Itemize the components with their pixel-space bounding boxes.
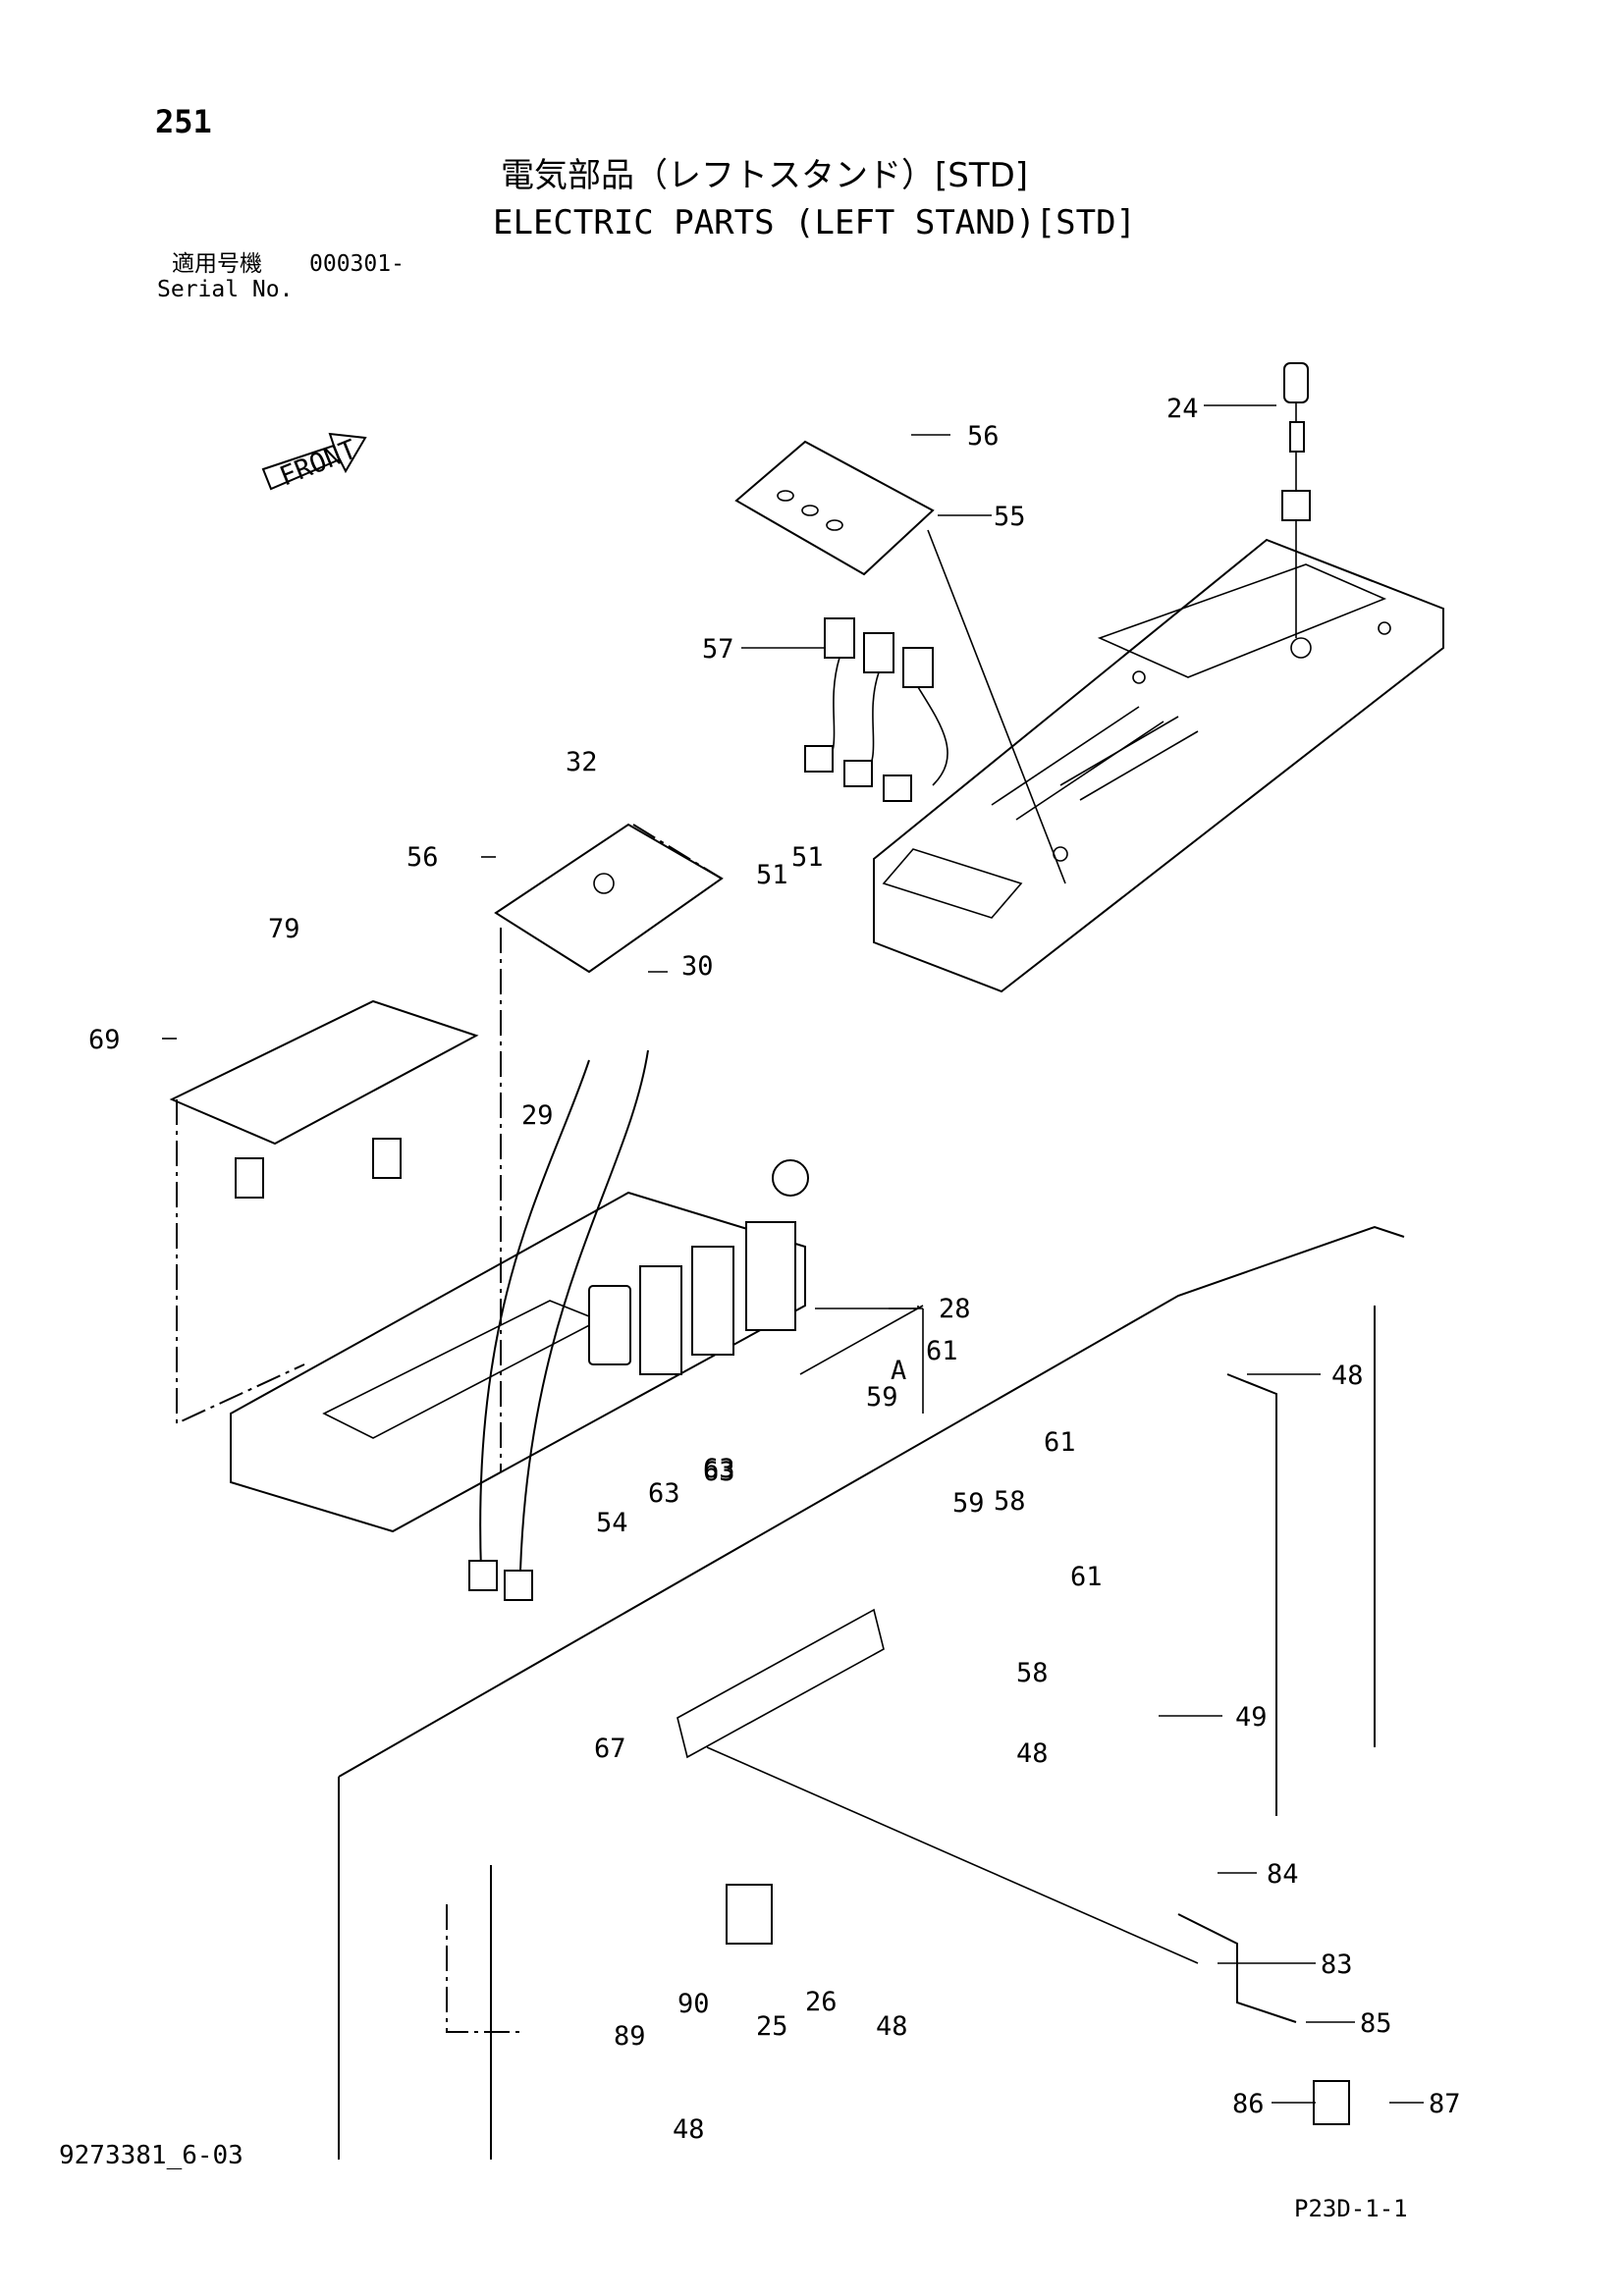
- callout-51-a: 51: [756, 860, 788, 890]
- callout-numbers: 24 56 55 57 32 56 51 51 79 30 69 29 28 4…: [88, 394, 1461, 2145]
- serial-number-value: 000301-: [309, 251, 405, 277]
- document-number: 9273381_6-03: [59, 2141, 244, 2170]
- toggle-switches-part-57: [804, 617, 948, 802]
- callout-83: 83: [1321, 1949, 1353, 1980]
- callout-63-c: 63: [648, 1478, 680, 1509]
- callout-55: 55: [994, 502, 1026, 532]
- page-number: 251: [155, 103, 212, 140]
- callout-63-b: 63: [703, 1454, 735, 1484]
- lamp-part-24: [1281, 362, 1311, 638]
- harness-cables: [468, 1049, 649, 1601]
- panel-part-79: [169, 999, 479, 1199]
- switch-plate-part-32: [494, 823, 724, 974]
- callout-48-lower: 48: [876, 2011, 908, 2042]
- callout-25: 25: [756, 2011, 788, 2042]
- page-code: P23D-1-1: [1294, 2195, 1408, 2222]
- callout-26: 26: [805, 1987, 838, 2017]
- callout-49: 49: [1235, 1702, 1268, 1733]
- callout-56-upper: 56: [967, 421, 1000, 452]
- front-arrow-icon: FRONT: [261, 432, 367, 493]
- callout-59-b: 59: [952, 1488, 985, 1519]
- callout-32: 32: [566, 747, 598, 777]
- callout-87: 87: [1429, 2089, 1461, 2119]
- callout-61-b: 61: [1044, 1427, 1076, 1458]
- callout-51-b: 51: [791, 842, 824, 873]
- callout-67: 67: [594, 1734, 626, 1764]
- callout-57: 57: [702, 634, 734, 665]
- stand-frame: [338, 1225, 1405, 2160]
- callout-63-a: 63: [703, 1457, 735, 1487]
- callout-61-a: 61: [926, 1336, 958, 1366]
- callout-61-c: 61: [1070, 1562, 1103, 1592]
- callout-90: 90: [677, 1989, 710, 2019]
- switches-part-28-63: [588, 1159, 809, 1375]
- callout-28: 28: [939, 1294, 971, 1324]
- serial-label-japanese: 適用号機: [172, 251, 262, 277]
- callout-85: 85: [1360, 2008, 1392, 2039]
- left-stand-console-upper: [873, 538, 1444, 993]
- serial-label-english: Serial No.: [157, 277, 294, 302]
- callout-leaders: [162, 404, 1424, 2104]
- callout-79: 79: [268, 914, 300, 944]
- detail-label-a: A: [891, 1356, 906, 1386]
- reference-lines: [176, 529, 1199, 1964]
- switch-plate-part-55: [734, 440, 935, 576]
- callout-84: 84: [1267, 1859, 1299, 1890]
- callout-69: 69: [88, 1025, 121, 1055]
- callout-58-b: 58: [1016, 1658, 1049, 1688]
- page-title-japanese: 電気部品（レフトスタンド）[STD]: [501, 156, 1029, 195]
- callout-48-middle: 48: [1016, 1738, 1049, 1769]
- callout-24: 24: [1166, 394, 1199, 424]
- callout-89: 89: [614, 2021, 646, 2052]
- callout-48-bottom: 48: [673, 2114, 705, 2145]
- callout-58-a: 58: [994, 1486, 1026, 1517]
- callout-54: 54: [596, 1508, 628, 1538]
- callout-30: 30: [681, 951, 714, 982]
- callout-56-middle: 56: [406, 842, 439, 873]
- callout-59-a: 59: [866, 1382, 898, 1413]
- callout-48-right: 48: [1331, 1361, 1364, 1391]
- page-title-english: ELECTRIC PARTS (LEFT STAND)[STD]: [493, 203, 1137, 242]
- callout-86: 86: [1232, 2089, 1265, 2119]
- callout-29: 29: [521, 1100, 554, 1131]
- front-label: FRONT: [276, 434, 361, 492]
